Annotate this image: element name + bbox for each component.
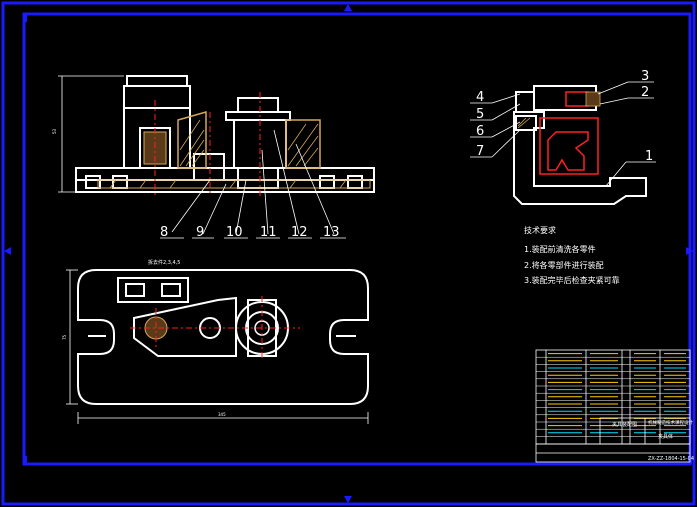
view-note: 拆去件2,3,4,5 xyxy=(148,259,181,266)
part-label-13: 13 xyxy=(323,225,340,240)
parts-rows xyxy=(536,353,690,437)
part-label-5: 5 xyxy=(476,107,484,122)
part-label-7: 7 xyxy=(476,144,484,159)
title-name: 夹具装配图 xyxy=(612,421,637,428)
part-label-1: 1 xyxy=(645,149,653,164)
front-dimensions xyxy=(58,75,124,193)
side-red-parts xyxy=(539,91,599,175)
main-part-labels: 8 9 10 11 12 13 xyxy=(160,225,340,240)
top-view-details xyxy=(130,296,300,360)
side-height-dim: 53 xyxy=(52,128,57,134)
side-leaders xyxy=(470,81,656,187)
tech-item-3: 3.装配完毕后检查夹紧可靠 xyxy=(524,275,620,285)
top-dimensions xyxy=(66,269,369,424)
tech-requirements: 技术要求 1.装配前清洗各零件 2.将各零部件进行装配 3.装配完毕后检查夹紧可… xyxy=(524,225,620,285)
part-label-3: 3 xyxy=(641,69,649,84)
main-leaders xyxy=(160,129,346,239)
front-section-view xyxy=(75,75,375,193)
overall-width-dim: 345 xyxy=(218,412,226,417)
parts-list xyxy=(535,349,691,445)
part-label-8: 8 xyxy=(160,225,168,240)
overall-height-dim: 75 xyxy=(62,334,67,340)
part-label-10: 10 xyxy=(226,225,243,240)
part-label-12: 12 xyxy=(291,225,308,240)
title-drawing-no: ZX-ZZ-1804-15-04 xyxy=(648,456,694,462)
tech-item-1: 1.装配前清洗各零件 xyxy=(524,244,596,254)
tech-item-2: 2.将各零部件进行装配 xyxy=(524,260,604,270)
center-lines xyxy=(154,92,261,196)
part-label-11: 11 xyxy=(260,225,277,240)
part-label-6: 6 xyxy=(476,124,484,139)
title-school: 机械制造技术课程设计 xyxy=(648,419,693,426)
part-label-2: 2 xyxy=(641,85,649,100)
side-view xyxy=(513,85,647,205)
part-label-4: 4 xyxy=(476,90,484,105)
tech-heading: 技术要求 xyxy=(524,225,556,235)
side-part-labels: 4 5 6 7 3 2 1 xyxy=(476,69,653,164)
title-designer-label: 夹具体 xyxy=(658,433,673,440)
part-label-9: 9 xyxy=(196,225,204,240)
top-view xyxy=(77,269,369,405)
side-hatch xyxy=(517,91,601,129)
title-block xyxy=(535,417,691,463)
